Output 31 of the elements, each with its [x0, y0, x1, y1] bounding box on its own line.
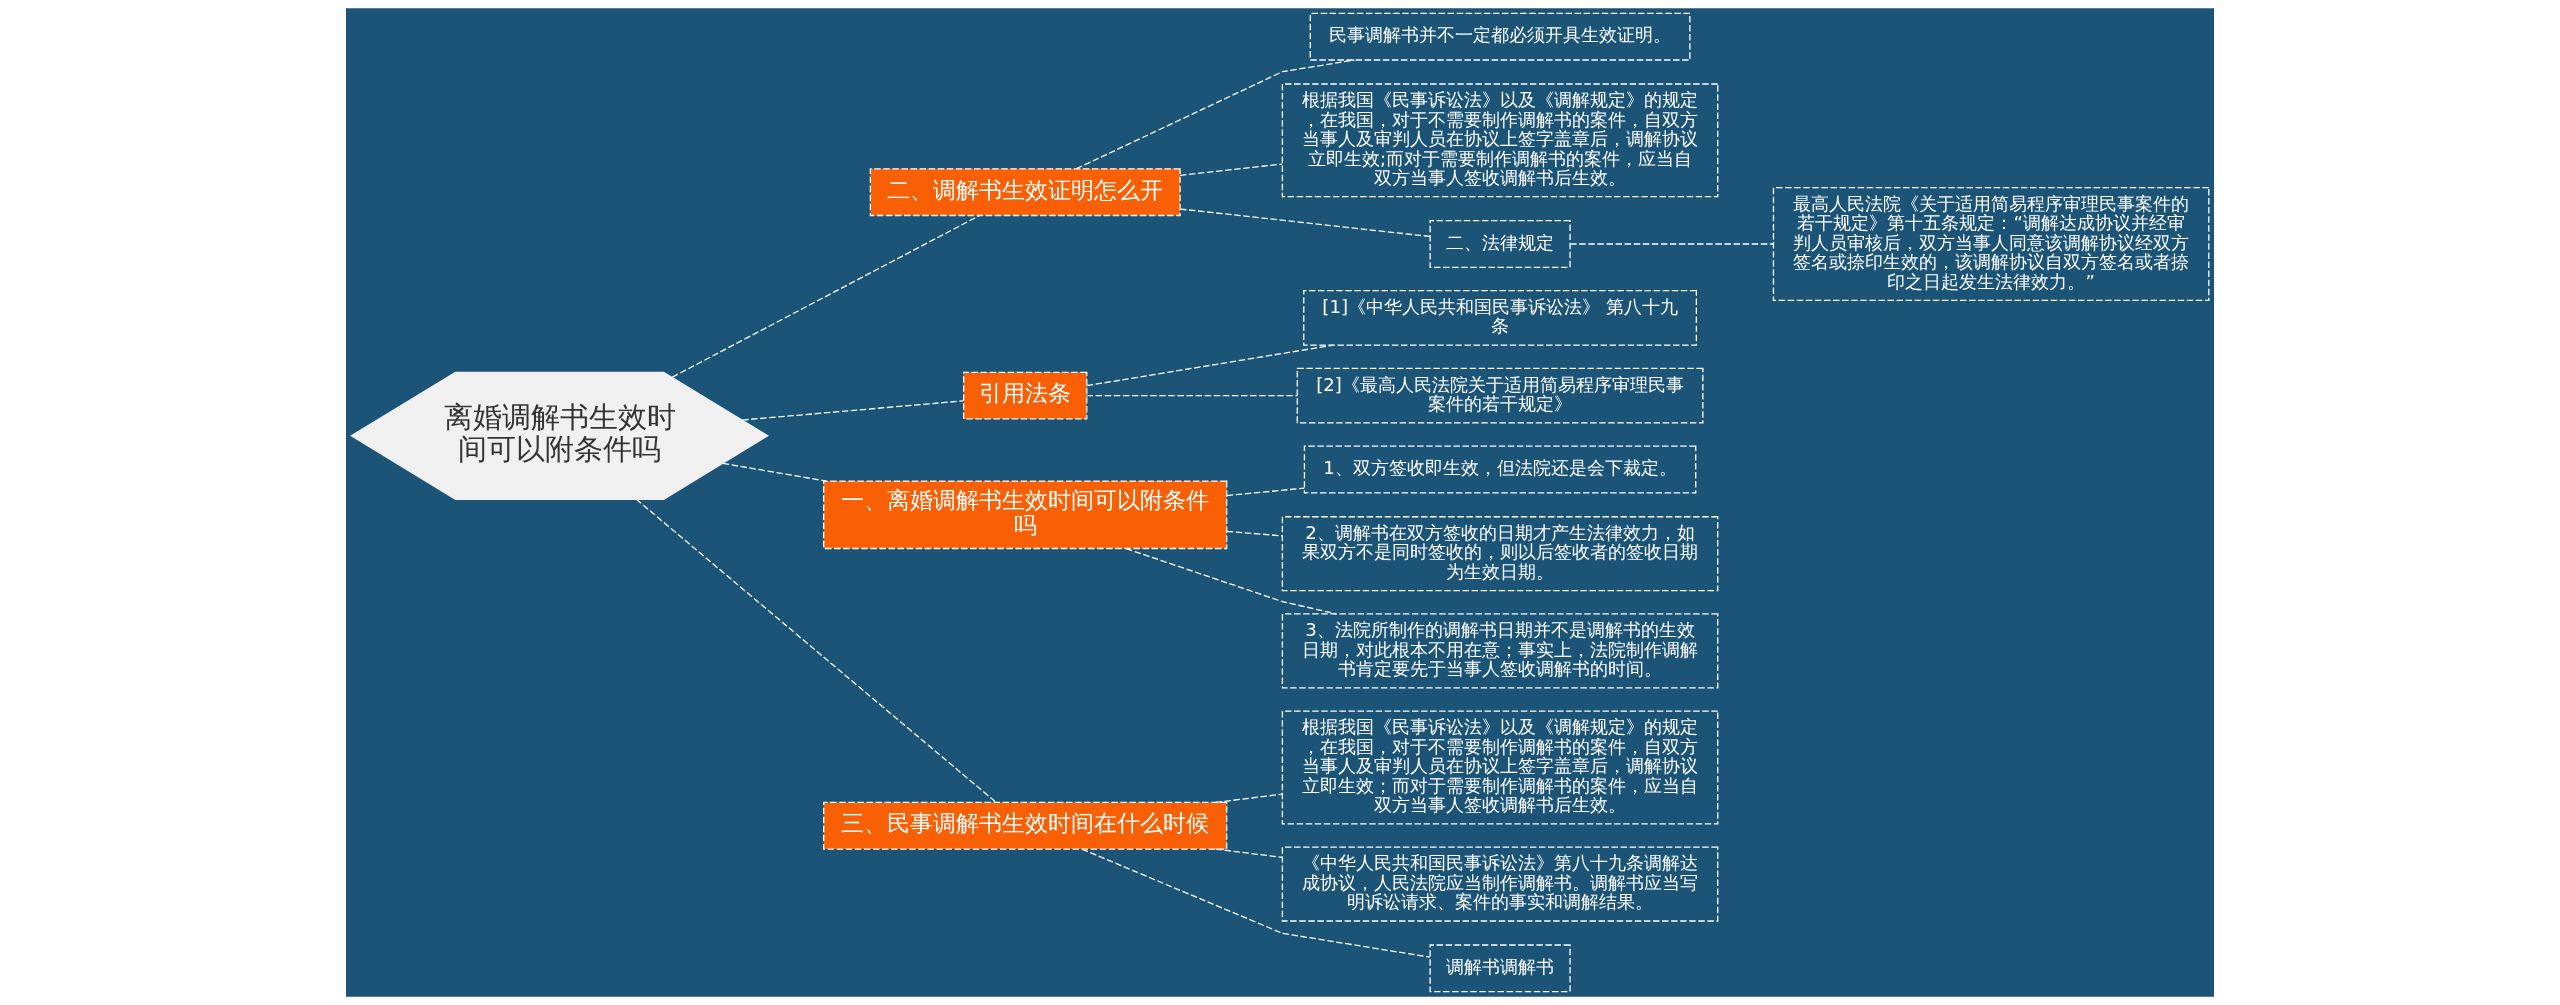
node-box: 1、双方签收即生效，但法院还是会下裁定。	[1303, 445, 1697, 494]
node-box: 引用法条	[963, 371, 1088, 420]
connector	[1086, 394, 1298, 397]
connector	[671, 214, 981, 378]
connector	[1214, 848, 1283, 858]
connector	[1226, 530, 1283, 537]
connector	[1214, 793, 1283, 804]
node-box: 一、离婚调解书生效时间可以附条件吗	[823, 480, 1228, 550]
node-box: 三、民事调解书生效时间在什么时候	[823, 801, 1228, 850]
node-box: 根据我国《民事诉讼法》以及《调解规定》的规定，在我国，对于不需要制作调解书的案件，自双方当事人及审判人员在协议上签字盖章后，调解协议立即生效;而对于需要制作调解书的案件，应当自双方当事人签收调解书后生效。	[1281, 83, 1719, 198]
node-box: 《中华人民共和国民事诉讼法》第八十九条调解达成协议，人民法院应当制作调解书。调解书应当写明诉讼请求、案件的事实和调解结果。	[1281, 846, 1719, 922]
connector	[1179, 163, 1283, 176]
connector	[1075, 59, 1356, 170]
connector	[741, 400, 964, 421]
node-box: 最高人民法院《关于适用简易程序审理民事案件的若干规定》第十五条规定：“调解达成协议并经审判人员审核后，双方当事人同意该调解协议经双方签名或捺印生效的，该调解协议自双方签名或者捺印之日起发生法律效力。”	[1772, 187, 2210, 301]
node-box: 3、法院所制作的调解书日期并不是调解书的生效日期，对此根本不用在意；事实上，法院制作调解书肯定要先于当事人签收调解书的时间。	[1281, 613, 1719, 689]
node-box: 二、调解书生效证明怎么开	[869, 168, 1181, 217]
connector	[1086, 344, 1334, 387]
connector	[722, 462, 827, 482]
node-box: [2]《最高人民法院关于适用简易程序审理民事案件的若干规定》	[1296, 367, 1704, 424]
node-box: 根据我国《民事诉讼法》以及《调解规定》的规定，在我国，对于不需要制作调解书的案件，自双方当事人及审判人员在协议上签字盖章后，调解协议立即生效；而对于需要制作调解书的案件，应当自双方当事人签收调解书后生效。	[1281, 710, 1719, 825]
connector	[1179, 208, 1431, 238]
node-box: 民事调解书并不一定都必须开具生效证明。	[1309, 12, 1691, 61]
connector	[1081, 848, 1431, 958]
node-box: 调解书调解书	[1429, 944, 1571, 993]
connector	[635, 498, 997, 803]
node-box: [1]《中华人民共和国民事诉讼法》 第八十九条	[1303, 290, 1697, 346]
connector	[1569, 243, 1774, 245]
node-box: 二、法律规定	[1429, 220, 1571, 268]
node-box: 2、调解书在双方签收的日期才产生法律效力，如果双方不是同时签收的，则以后签收者的签收日期为生效日期。	[1281, 516, 1719, 592]
connector	[1226, 487, 1305, 497]
